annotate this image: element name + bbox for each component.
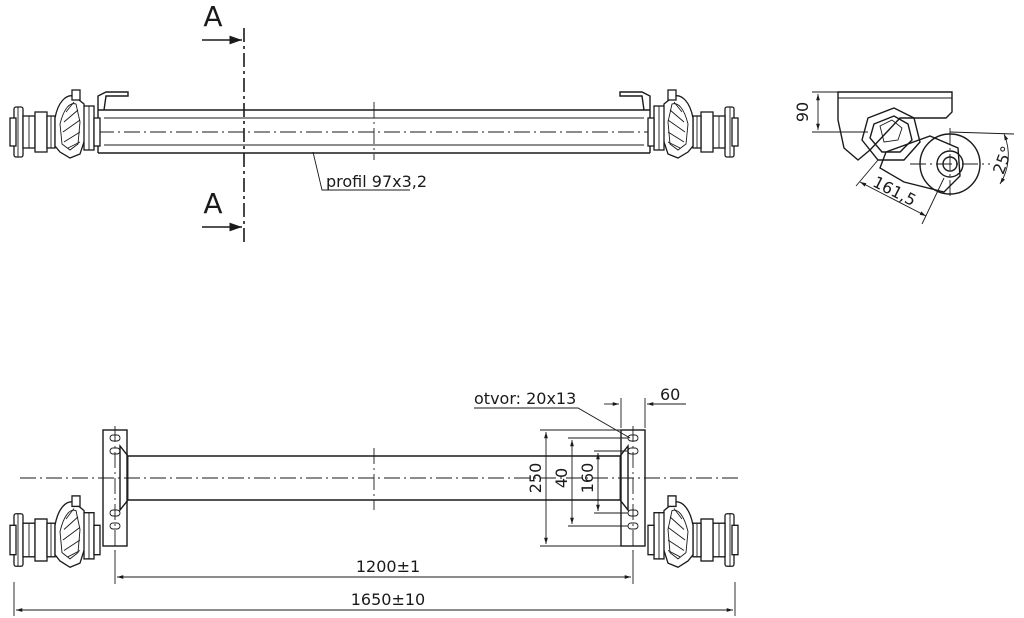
section-label-top: A (203, 0, 222, 33)
dim-1200: 1200±1 (356, 557, 420, 576)
bottom-view: otvor: 20x13 60 250 40 160 1200±1 1650±1… (9, 385, 740, 616)
dim-250: 250 (526, 463, 545, 494)
dim-40: 40 (552, 468, 571, 488)
dim-161: 161,5 (870, 172, 919, 210)
side-view: 90 161,5 25° (793, 91, 1017, 225)
dim-90: 90 (793, 102, 812, 122)
hole-leader (474, 407, 631, 439)
top-view: A A profil 97x3,2 (9, 0, 740, 242)
right-hub-bottom (647, 495, 739, 568)
tube-section-outer (861, 107, 921, 161)
right-hub-top (647, 89, 739, 159)
side-bracket (837, 91, 953, 161)
left-hub-top (9, 89, 101, 159)
dim-161-line (859, 181, 927, 217)
dim-160: 160 (578, 463, 597, 494)
left-hub-bottom (9, 495, 101, 568)
section-label-bottom: A (203, 187, 222, 220)
dim-60: 60 (660, 385, 680, 404)
hole-label: otvor: 20x13 (474, 389, 576, 408)
profile-label: profil 97x3,2 (326, 172, 427, 191)
dim-angle: 25° (989, 144, 1017, 177)
profile-leader (312, 151, 410, 191)
dim-1650: 1650±10 (351, 590, 425, 609)
dim-angle-arc (999, 133, 1009, 185)
left-bracket (97, 91, 129, 153)
right-bracket (619, 91, 651, 153)
